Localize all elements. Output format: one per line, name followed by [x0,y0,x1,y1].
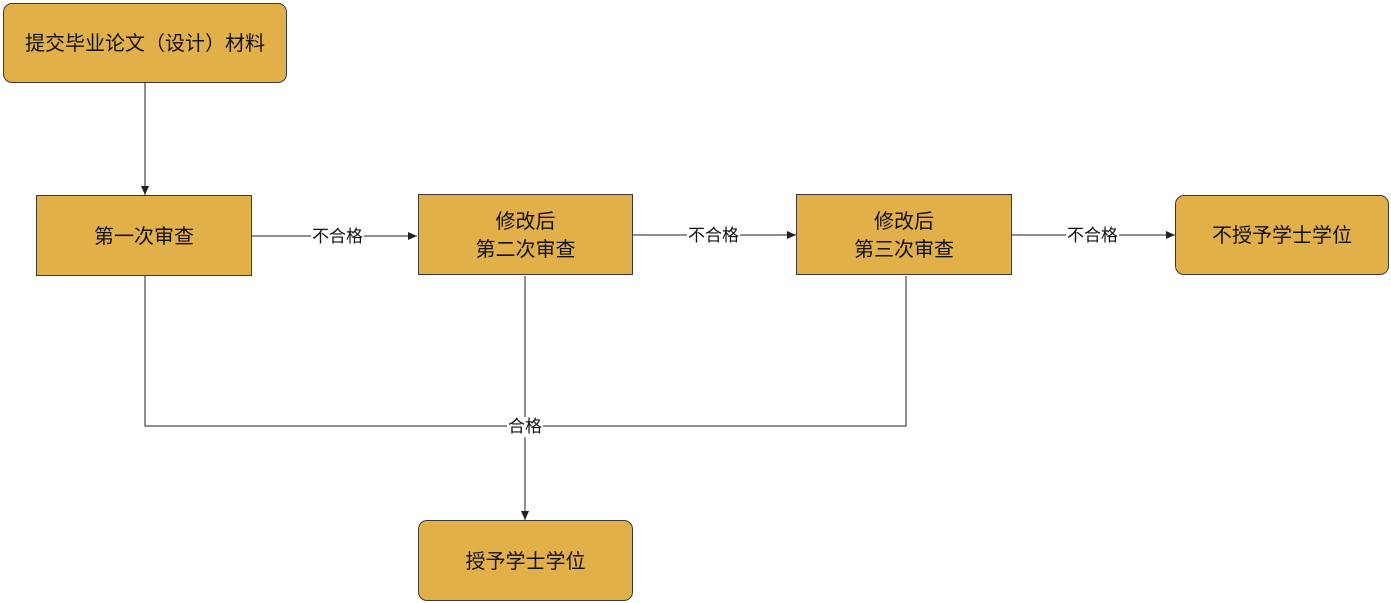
edge-label-fail-2: 不合格 [687,226,740,246]
node-third-review: 修改后 第三次审查 [796,194,1012,275]
node-first-review-label: 第一次审查 [94,223,194,248]
edge-review3-pass [525,276,907,427]
node-grant-degree-label: 授予学士学位 [465,548,586,573]
node-second-review-line1: 修改后 [495,208,556,233]
node-second-review-line2: 第二次审查 [475,236,576,261]
node-third-review-line1: 修改后 [874,208,934,233]
node-third-review-line2: 第三次审查 [854,236,954,261]
node-deny-degree: 不授予学士学位 [1175,195,1389,275]
node-first-review: 第一次审查 [36,195,252,276]
edge-label-fail-1: 不合格 [311,227,364,247]
node-submit-materials-label: 提交毕业论文（设计）材料 [25,31,265,55]
node-submit-materials: 提交毕业论文（设计）材料 [3,3,287,83]
node-deny-degree-label: 不授予学士学位 [1212,223,1352,247]
edge-review1-pass [144,276,525,427]
edge-label-fail-3: 不合格 [1066,226,1119,246]
edge-label-pass: 合格 [507,417,543,437]
node-grant-degree: 授予学士学位 [418,520,633,601]
node-second-review: 修改后 第二次审查 [418,194,633,275]
